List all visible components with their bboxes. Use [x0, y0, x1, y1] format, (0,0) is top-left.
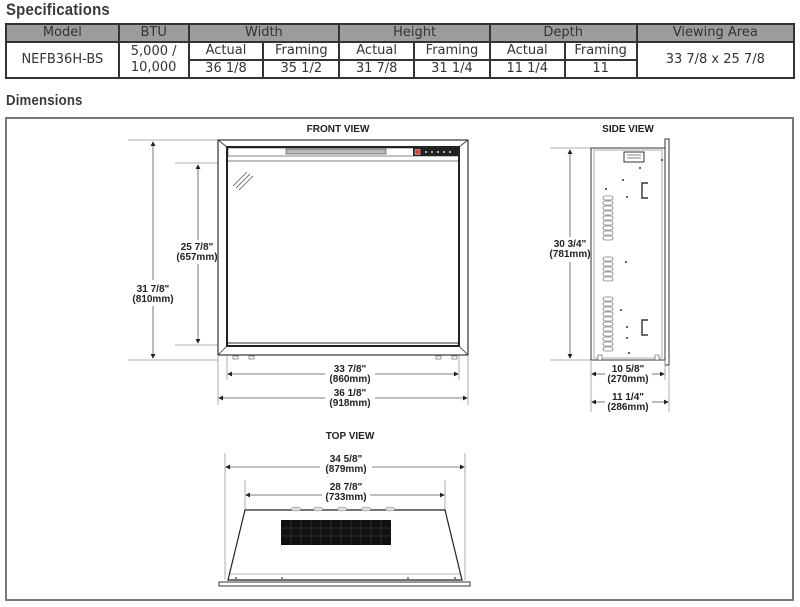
cell-width-actual: 36 1/8 — [187, 59, 265, 79]
front-overall-width-mm: (918mm) — [329, 398, 370, 409]
specifications-table: Model BTU Width Height Depth Viewing Are… — [5, 23, 796, 79]
table-header-row: Model BTU Width Height Depth Viewing Are… — [5, 23, 796, 43]
table-row: 36 1/8 35 1/2 31 7/8 31 1/4 11 1/4 11 — [6, 59, 794, 79]
dimensions-title: Dimensions — [6, 92, 83, 109]
top-view-title: TOP VIEW — [326, 431, 375, 442]
side-height-in: 30 3/4" — [554, 239, 587, 250]
top-front-width-in: 34 5/8" — [330, 454, 363, 465]
front-view-title: FRONT VIEW — [307, 124, 370, 135]
btu-line2: 10,000 — [130, 60, 177, 75]
subheader-depth-framing: Framing — [563, 41, 638, 61]
front-viewing-width-in: 33 7/8" — [334, 364, 367, 375]
top-back-width-mm: (733mm) — [325, 492, 366, 503]
side-body-depth-in: 10 5/8" — [612, 364, 645, 375]
subheader-width-actual: Actual — [187, 41, 265, 61]
front-overall-height-mm: (810mm) — [132, 294, 173, 305]
header-model: Model — [5, 23, 120, 43]
front-view-drawing: FRONT VIEW — [128, 124, 469, 409]
top-grille — [281, 520, 391, 545]
side-louvers — [602, 195, 614, 352]
cell-viewing-area: 33 7/8 x 25 7/8 — [635, 41, 796, 79]
dimensions-panel — [5, 117, 794, 601]
top-view-drawing: TOP VIEW 34 5/8" (879mm) 28 7/8" (733mm) — [218, 431, 471, 587]
front-viewing-width-mm: (860mm) — [329, 374, 370, 385]
header-depth: Depth — [488, 23, 638, 43]
power-control-icon — [414, 149, 421, 155]
cell-height-actual: 31 7/8 — [338, 59, 416, 79]
front-overall-width-in: 36 1/8" — [334, 388, 367, 399]
subheader-depth-actual: Actual — [488, 41, 566, 61]
header-width: Width — [187, 23, 341, 43]
subheader-height-framing: Framing — [413, 41, 491, 61]
side-body-depth-mm: (270mm) — [607, 374, 648, 385]
side-overall-depth-in: 11 1/4" — [612, 392, 644, 403]
cell-width-framing: 35 1/2 — [262, 59, 341, 79]
specifications-title: Specifications — [6, 0, 110, 19]
header-btu: BTU — [117, 23, 190, 43]
header-height: Height — [338, 23, 491, 43]
subheader-height-actual: Actual — [338, 41, 416, 61]
cell-depth-framing: 11 — [563, 59, 638, 79]
cell-btu: 5,000 /10,000 — [117, 41, 190, 79]
side-view-title: SIDE VIEW — [602, 124, 654, 135]
front-viewing-height-mm: (657mm) — [176, 252, 217, 263]
cell-model: NEFB36H-BS — [5, 41, 120, 79]
front-viewing-height-in: 25 7/8" — [181, 242, 214, 253]
cell-height-framing: 31 1/4 — [413, 59, 491, 79]
glass-reflection-icon — [232, 171, 254, 191]
top-back-width-in: 28 7/8" — [330, 482, 363, 493]
top-front-width-mm: (879mm) — [325, 464, 366, 475]
cell-depth-actual: 11 1/4 — [488, 59, 566, 79]
header-viewing-area: Viewing Area — [635, 23, 796, 43]
table-subheader-row: NEFB36H-BS 5,000 /10,000 Actual Framing … — [5, 41, 796, 79]
side-height-mm: (781mm) — [549, 249, 590, 260]
front-overall-height-in: 31 7/8" — [137, 284, 170, 295]
side-overall-depth-mm: (286mm) — [607, 402, 648, 413]
subheader-width-framing: Framing — [262, 41, 341, 61]
side-view-drawing: SIDE VIEW 30 3/4" (781mm) — [549, 124, 670, 413]
btu-line1: 5,000 / — [130, 44, 177, 59]
